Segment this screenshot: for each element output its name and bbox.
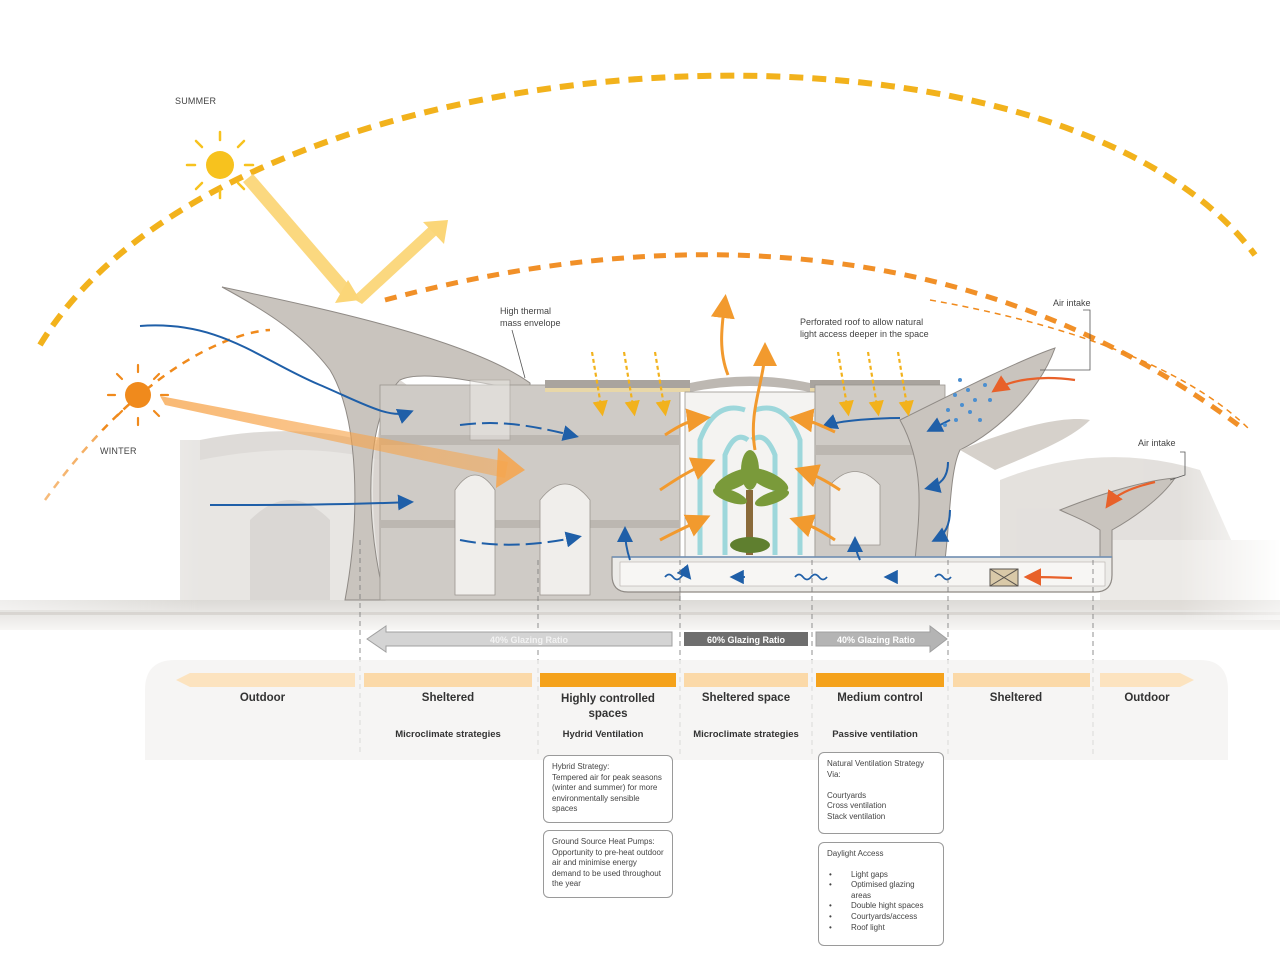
daylight-access-list: Light gaps Optimised glazing areas Doubl… [827,870,935,934]
subtitle-microclimate-center: Microclimate strategies [693,729,799,740]
glazing-ratio-left: 40% Glazing Ratio [489,635,569,645]
zone-bands [176,673,1194,687]
zone-highly-controlled: Highly controlled spaces [561,693,655,720]
summer-label: SUMMER [175,96,217,106]
glazing-ratio-center: 60% Glazing Ratio [706,635,786,645]
far-right-canopy [1058,477,1177,561]
subtitle-microclimate-left: Microclimate strategies [395,729,501,740]
ground-source-box: Ground Source Heat Pumps: Opportunity to… [543,830,673,898]
summer-sun-ray [243,174,355,300]
zone-outdoor-left: Outdoor [239,692,286,704]
daylight-access-box: Daylight Access Light gaps Optimised gla… [818,842,944,946]
zone-sheltered-left: Sheltered [421,692,475,704]
air-intake-annotation-2: Air intake [1138,438,1176,448]
warm-air-arrows [659,294,841,542]
glazing-bars [366,624,948,654]
background-buildings-left [0,430,380,610]
daylight-item: Courtyards/access [827,912,935,923]
subtitle-passive-ventilation: Passive ventilation [832,729,918,740]
sun-winter-icon [106,363,170,427]
summer-reflected-ray [352,224,440,304]
fan-unit-icon [989,568,1019,587]
airflow-arrows [139,324,951,561]
thermal-mass-annotation: High thermal mass envelope [500,306,561,328]
winter-sun-path-thin [929,299,1251,431]
daylight-access-title: Daylight Access [827,849,884,858]
winter-sun-ray [160,396,508,478]
perforated-roof-annotation: Perforated roof to allow natural light a… [800,317,929,339]
daylight-item: Roof light [827,923,935,934]
air-intake-annotation-1: Air intake [1053,298,1091,308]
sun-summer-icon [185,130,255,200]
subtitle-hybrid-ventilation: Hydrid Ventilation [562,729,644,740]
zone-outdoor-right: Outdoor [1124,692,1170,704]
natural-ventilation-box: Natural Ventilation Strategy Via: Courty… [818,752,944,834]
zone-sheltered-space: Sheltered space [701,692,791,704]
duct-airflow [664,564,952,585]
palm-tree-icon [712,450,790,555]
winter-label: WINTER [100,446,137,456]
summer-sun-path [37,72,1258,347]
glazing-ratio-right: 40% Glazing Ratio [836,635,916,645]
roof-light-arrows [590,351,914,417]
hybrid-strategy-box: Hybrid Strategy: Tempered air for peak s… [543,755,673,823]
background-buildings-right [1000,450,1280,620]
zone-sheltered-right: Sheltered [989,692,1043,704]
daylight-item: Double hight spaces [827,901,935,912]
daylight-item: Optimised glazing areas [827,880,935,901]
winter-sun-path [43,328,271,501]
zone-medium-control: Medium control [837,692,923,704]
right-canopy [899,347,1056,561]
annotation-leaders [511,309,1186,481]
daylight-item: Light gaps [827,870,935,881]
air-intake-arrows [991,375,1156,586]
air-intake-particles [943,378,992,427]
